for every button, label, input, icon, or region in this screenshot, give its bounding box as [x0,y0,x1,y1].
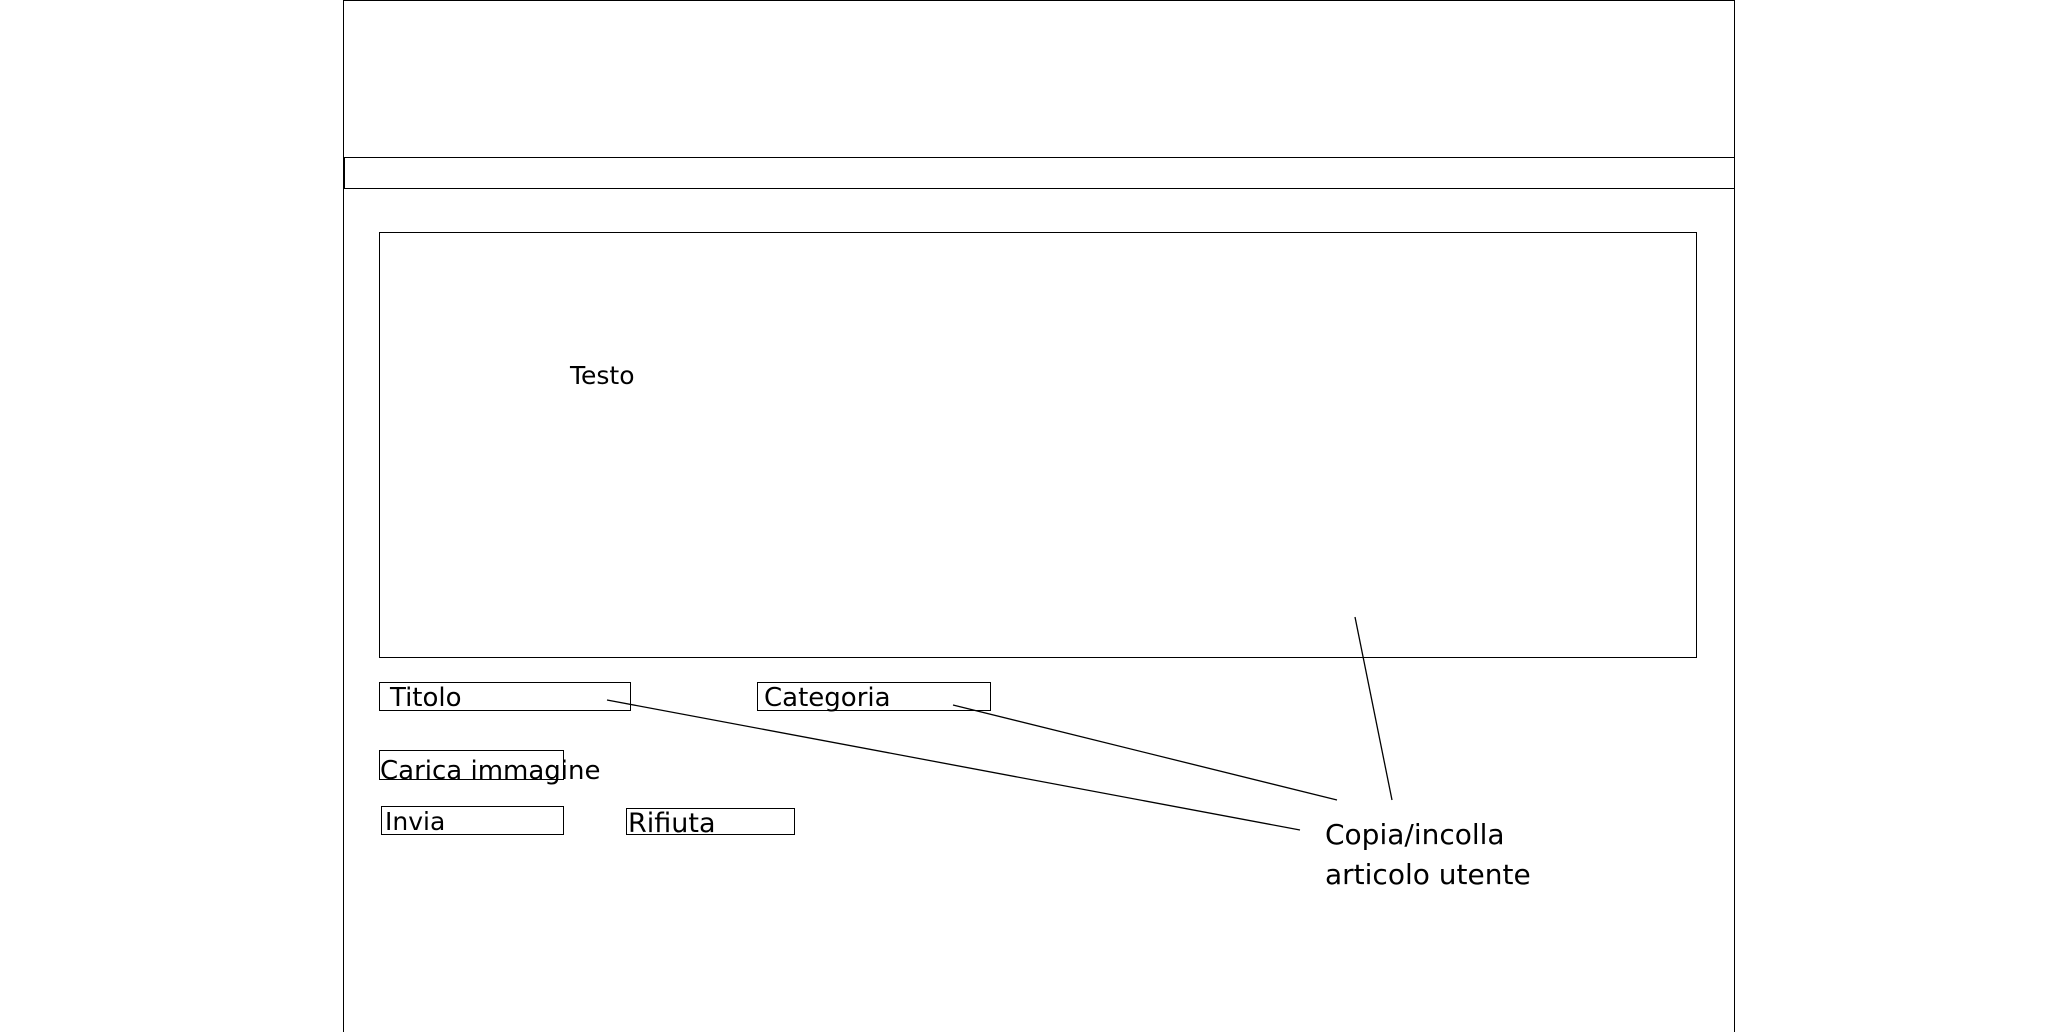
text-area-label: Testo [570,361,635,390]
navigation-bar [344,157,1735,189]
page-frame [343,0,1735,1032]
category-field[interactable]: Categoria [757,682,991,711]
annotation-note: Copia/incolla articolo utente [1325,815,1531,895]
article-text-area[interactable]: Testo [379,232,1697,658]
send-button[interactable]: Invia [381,806,564,835]
annotation-line-2: articolo utente [1325,858,1531,891]
annotation-line-1: Copia/incolla [1325,818,1505,851]
title-field[interactable]: Titolo [379,682,631,711]
reject-button[interactable]: Rifiuta [626,808,795,837]
upload-image-button[interactable]: Carica immagine [379,750,601,784]
